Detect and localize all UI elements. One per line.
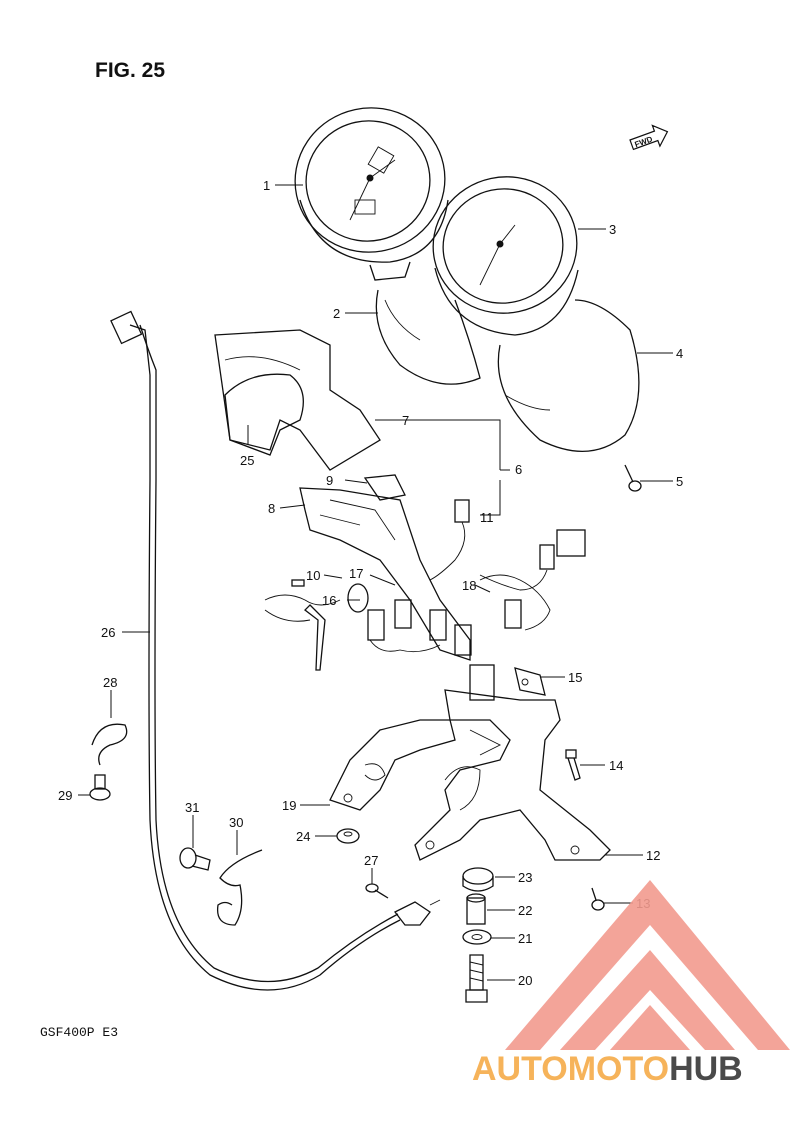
- bolt-20: [465, 954, 488, 1003]
- meter-bracket: [414, 689, 611, 861]
- callout-1: 1: [263, 178, 270, 193]
- nut-24: [336, 828, 360, 844]
- callout-9: 9: [326, 473, 333, 488]
- callout-12: 12: [646, 848, 660, 863]
- callout-labels: 1 2 3 4 5 6 7 8 9 10 11 12 13 14 15 16 1…: [58, 178, 683, 988]
- screw-5: [624, 464, 642, 492]
- callout-30: 30: [229, 815, 243, 830]
- watermark-logo: AUTOMOTOHUB: [472, 880, 790, 1088]
- callout-10: 10: [306, 568, 320, 583]
- model-code: GSF400P E3: [40, 1025, 118, 1040]
- callout-20: 20: [518, 973, 532, 988]
- speedometer-gauge: [294, 107, 449, 281]
- clip-30: [216, 849, 263, 926]
- bolt-29: [89, 774, 111, 801]
- callout-27: 27: [364, 853, 378, 868]
- cushion-23: [462, 867, 494, 892]
- callout-16: 16: [322, 593, 336, 608]
- bolt-14: [565, 749, 581, 781]
- callout-31: 31: [185, 800, 199, 815]
- figure-title: FIG. 25: [95, 59, 165, 82]
- callout-18: 18: [462, 578, 476, 593]
- watermark-text: AUTOMOTOHUB: [472, 1050, 743, 1088]
- callout-14: 14: [609, 758, 623, 773]
- watermark-text-part2: HUB: [669, 1050, 743, 1088]
- watermark-text-part1: AUTOMOTO: [472, 1050, 669, 1088]
- meter-cover: [214, 329, 381, 471]
- callout-5: 5: [676, 474, 683, 489]
- callout-23: 23: [518, 870, 532, 885]
- screw-27: [365, 883, 389, 899]
- tachometer-case: [497, 299, 640, 452]
- callout-25: 25: [240, 453, 254, 468]
- left-bracket: [329, 719, 456, 811]
- callout-22: 22: [518, 903, 532, 918]
- fwd-label: FWD: [634, 135, 654, 150]
- tachometer-gauge: [432, 176, 579, 336]
- callout-2: 2: [333, 306, 340, 321]
- lamp-holder-bracket: [299, 474, 471, 661]
- washer-21: [462, 929, 492, 945]
- speedometer-cable: [110, 310, 441, 991]
- callout-6: 6: [515, 462, 522, 477]
- callout-8: 8: [268, 501, 275, 516]
- callout-21: 21: [518, 931, 532, 946]
- callout-26: 26: [101, 625, 115, 640]
- callout-17: 17: [349, 566, 363, 581]
- leader-lines: [78, 184, 673, 981]
- nut-13: [591, 887, 605, 911]
- bulb-sockets: [264, 499, 586, 701]
- bolt-31: [179, 847, 211, 871]
- callout-29: 29: [58, 788, 72, 803]
- fwd-arrow-icon: FWD: [629, 124, 669, 151]
- callout-19: 19: [282, 798, 296, 813]
- speedometer-case: [375, 289, 481, 385]
- callout-4: 4: [676, 346, 683, 361]
- callout-28: 28: [103, 675, 117, 690]
- callout-7: 7: [402, 413, 409, 428]
- spacer-22: [466, 893, 486, 925]
- small-bracket-15: [514, 667, 546, 696]
- callout-11: 11: [480, 510, 494, 525]
- callout-3: 3: [609, 222, 616, 237]
- cable-clamp-28: [91, 723, 128, 766]
- callout-24: 24: [296, 829, 310, 844]
- callout-15: 15: [568, 670, 582, 685]
